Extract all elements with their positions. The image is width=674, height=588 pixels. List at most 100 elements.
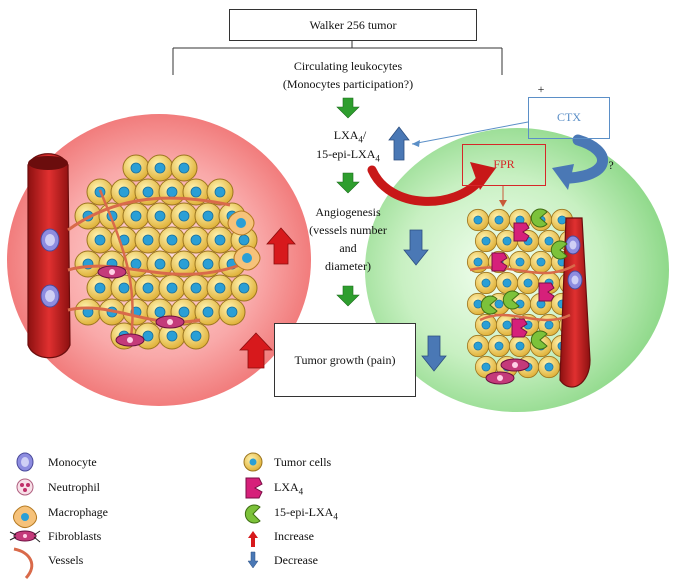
- legend-lxa4: LXA4: [274, 480, 303, 499]
- epi-lxa4-marker: [530, 208, 548, 228]
- legend-lxa4-subscript: 4: [298, 486, 304, 497]
- flow-arrow: [336, 172, 360, 194]
- flow-arrow: [336, 97, 360, 119]
- tumor-cell: [158, 178, 186, 206]
- tumor-cell: [170, 202, 198, 230]
- angiogenesis-detail-3: diameter): [325, 259, 371, 273]
- fibroblast-icon: [9, 530, 41, 543]
- monocyte-icon: [16, 452, 34, 472]
- tumor-cell: [134, 226, 162, 254]
- capillary: [479, 313, 571, 322]
- fibroblast: [485, 371, 515, 385]
- neutrophil-icon: [16, 478, 34, 496]
- tumor-cell: [122, 154, 150, 182]
- tumor-cell-icon: [243, 452, 263, 472]
- lipoxin-markers: [480, 208, 568, 350]
- legend-neutrophil: Neutrophil: [48, 480, 100, 494]
- fibroblast: [97, 265, 127, 279]
- ctx-fpr-arrow: [552, 134, 608, 190]
- tumor-cell: [158, 274, 186, 302]
- legend-lxa4-text: LXA: [274, 480, 299, 494]
- tumor-growth-box: Tumor growth (pain): [274, 323, 416, 397]
- lxa4-text: LXA: [333, 128, 359, 142]
- decrease-arrow-icon: [421, 335, 447, 372]
- tumor-cell: [86, 226, 114, 254]
- epi-lxa4-text: 15-epi-LXA: [316, 147, 376, 161]
- vessel-lumen: [28, 156, 68, 170]
- epi-lxa4-icon: [244, 504, 261, 524]
- legend-decrease: Decrease: [274, 553, 318, 567]
- fibroblast: [115, 333, 145, 347]
- fpr-activation-arrow: [367, 162, 496, 206]
- tumor-cell: [146, 202, 174, 230]
- tumor-cell: [230, 274, 258, 302]
- tumor-cell: [516, 271, 540, 295]
- tumor-cell: [495, 271, 519, 295]
- monocyte-in-vessel: [567, 270, 583, 290]
- tumor-cell: [122, 202, 150, 230]
- tumor-cell: [206, 226, 234, 254]
- angiogenesis-label: Angiogenesis: [315, 205, 381, 219]
- lxa4-slash: /: [362, 128, 367, 142]
- fpr-label: FPR: [493, 157, 515, 171]
- epi-lxa4-label: 15-epi-LXA4: [296, 147, 400, 166]
- tumor-cell: [508, 334, 532, 358]
- decrease-arrow-icon: [247, 551, 259, 569]
- macrophage: [233, 245, 261, 271]
- ctx-question-label: ?: [608, 158, 614, 172]
- legend-epi-lxa4: 15-epi-LXA4: [274, 505, 338, 524]
- tumor-cell: [74, 298, 102, 326]
- tumor-cell: [194, 202, 222, 230]
- angiogenesis-detail-1: (vessels number: [309, 223, 387, 237]
- ctx-connector: [411, 121, 529, 145]
- ctx-box: CTX: [528, 97, 610, 139]
- ctx-connector-head: [412, 140, 420, 147]
- legend-icons: [9, 452, 263, 580]
- capillary: [469, 263, 576, 275]
- decrease-arrow-icon: [403, 229, 429, 266]
- lxa4-marker: [511, 318, 528, 338]
- leukocytes-sublabel: (Monocytes participation?): [282, 77, 414, 91]
- legend-epi-lxa4-subscript: 4: [333, 511, 338, 522]
- vessel-icon: [13, 547, 34, 580]
- epi-lxa4-subscript: 4: [375, 153, 380, 164]
- lxa4-icon: [245, 477, 263, 499]
- tumor-cell: [122, 298, 150, 326]
- lxa4-label: LXA4/: [318, 128, 382, 147]
- tumor-cell: [182, 226, 210, 254]
- tumor-cell: [466, 334, 490, 358]
- tumor-cell: [134, 274, 162, 302]
- title-box: Walker 256 tumor: [229, 9, 477, 41]
- tumor-growth-label: Tumor growth (pain): [294, 353, 396, 367]
- capillary: [98, 189, 134, 346]
- monocyte-in-vessel: [565, 235, 581, 255]
- right-tumor-mass: [466, 208, 591, 388]
- increase-arrow-icon: [266, 227, 296, 265]
- title-label: Walker 256 tumor: [309, 18, 397, 32]
- tumor-cell: [474, 271, 498, 295]
- fpr-connector-head: [499, 200, 507, 207]
- ctx-plus-label: +: [537, 82, 545, 96]
- legend-vessels: Vessels: [48, 553, 84, 567]
- epi-lxa4-marker: [550, 240, 568, 260]
- epi-lxa4-marker: [530, 330, 548, 350]
- blood-vessel: [559, 217, 591, 388]
- increase-arrow-icon: [248, 531, 258, 547]
- tumor-cell: [86, 274, 114, 302]
- tumor-cell: [537, 355, 561, 379]
- lxa4-marker: [538, 282, 555, 302]
- fibroblast: [155, 315, 185, 329]
- angiogenesis-detail-2: and: [339, 241, 357, 255]
- capillary: [67, 196, 231, 232]
- legend-macrophage: Macrophage: [48, 505, 108, 519]
- increase-arrow-icon: [388, 126, 410, 161]
- blood-vessel: [27, 153, 71, 359]
- tumor-cell: [474, 229, 498, 253]
- tumor-cell: [146, 154, 174, 182]
- tumor-cell: [74, 250, 102, 278]
- monocyte-in-vessel: [40, 228, 60, 252]
- tumor-cell: [487, 208, 511, 232]
- tumor-cell: [487, 334, 511, 358]
- left-tumor-mass: [27, 153, 261, 359]
